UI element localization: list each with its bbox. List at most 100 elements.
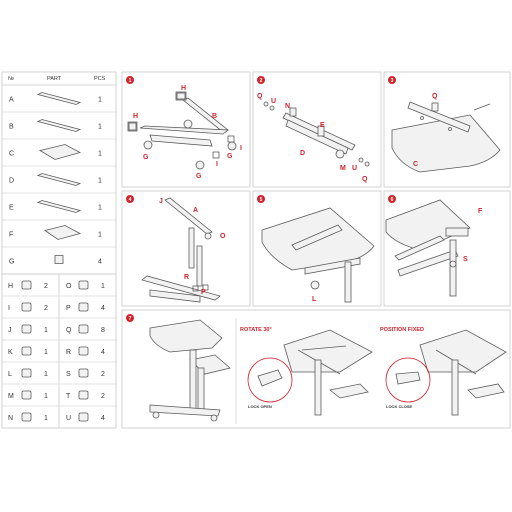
column-install-drawing <box>141 197 221 303</box>
end-cap-icon <box>21 280 32 290</box>
part-letter: H <box>8 283 13 290</box>
label-Q-1: Q <box>257 93 263 100</box>
square-nut-icon <box>78 280 89 290</box>
header-number: № <box>8 76 14 82</box>
part-qty: 4 <box>101 305 105 312</box>
label-H-1: H <box>181 85 186 92</box>
step-1-badge: 1 <box>126 76 134 84</box>
part-qty: 1 <box>98 124 102 131</box>
part-letter: L <box>8 371 12 378</box>
label-L: L <box>312 296 317 303</box>
part-qty: 1 <box>101 283 105 290</box>
base-frame-drawing <box>127 91 237 170</box>
lock-close-label: LOCK CLOSE <box>386 404 413 409</box>
part-qty: 1 <box>44 415 48 422</box>
step-3-badge: 3 <box>388 76 396 84</box>
hex-key-icon <box>21 324 32 334</box>
part-letter: M <box>8 393 14 400</box>
part-qty: 4 <box>98 259 102 266</box>
wrench-icon <box>21 346 32 356</box>
label-R: R <box>184 274 189 281</box>
step-4-number: 4 <box>129 197 132 203</box>
label-Q-2: Q <box>362 176 368 183</box>
part-letter: N <box>8 415 13 422</box>
part-qty: 1 <box>98 178 102 185</box>
part-qty: 1 <box>98 232 102 239</box>
step-7-number: 7 <box>129 316 132 322</box>
step-4-panel: 4 J A O R P <box>121 190 251 307</box>
cross-bar-assembly-icon <box>36 92 82 105</box>
part-letter: F <box>9 232 13 239</box>
part-letter: S <box>66 371 71 378</box>
step-6-badge: 6 <box>388 195 396 203</box>
part-letter: Q <box>66 327 72 334</box>
step-1-panel: 1 H H B G G G I I <box>121 71 251 188</box>
part-qty: 2 <box>44 305 48 312</box>
part-qty: 1 <box>98 151 102 158</box>
step-4-badge: 4 <box>126 195 134 203</box>
washer-icon <box>78 324 89 334</box>
part-qty: 1 <box>98 97 102 104</box>
table-top-icon <box>38 144 82 160</box>
part-qty: 2 <box>101 371 105 378</box>
step-6-panel: 6 F S <box>383 190 511 307</box>
step-5-number: 5 <box>260 197 263 203</box>
step-3-number: 3 <box>391 78 394 84</box>
rail-assembly-drawing <box>263 101 370 167</box>
part-qty: 4 <box>101 349 105 356</box>
label-B: B <box>212 113 217 120</box>
step-5-panel: 5 L <box>252 190 382 307</box>
header-part: PART <box>47 76 62 82</box>
step-7-badge: 7 <box>126 314 134 322</box>
bolt-icon <box>78 302 89 312</box>
label-I-1: I <box>216 161 218 168</box>
foot-cap-icon <box>21 302 32 312</box>
table-top-drawing <box>391 101 501 173</box>
step-7-panel: 7 ROTATE 30° LOCK OPEN POSITION FIXED <box>121 309 511 429</box>
part-qty: 2 <box>101 393 105 400</box>
part-letter: B <box>9 124 14 131</box>
label-N: N <box>285 103 290 110</box>
part-letter: A <box>9 97 14 104</box>
label-D: D <box>300 150 305 157</box>
part-letter: D <box>9 178 14 185</box>
part-qty: 4 <box>101 415 105 422</box>
label-S: S <box>463 256 468 263</box>
label-C: C <box>413 161 418 168</box>
label-I-2: I <box>240 145 242 152</box>
label-O: O <box>220 233 226 240</box>
knob-icon <box>21 368 32 378</box>
small-screw-icon <box>78 412 89 422</box>
step-6-number: 6 <box>391 197 394 203</box>
screw-icon <box>78 346 89 356</box>
label-A: A <box>193 207 198 214</box>
caster-wheel-icon <box>54 255 64 264</box>
part-letter: K <box>8 349 13 356</box>
completed-desk-drawing <box>149 319 231 422</box>
step-3-panel: 3 Q C <box>383 71 511 188</box>
clamp-icon <box>21 412 32 422</box>
l-key-icon <box>78 390 89 400</box>
label-P: P <box>201 289 206 296</box>
rotate-30-title: ROTATE 30° <box>240 327 272 333</box>
lock-open-label: LOCK OPEN <box>248 404 272 409</box>
label-M: M <box>340 165 346 172</box>
part-letter: T <box>66 393 71 400</box>
lock-lever-icon <box>21 390 32 400</box>
small-tray-icon <box>44 225 82 240</box>
